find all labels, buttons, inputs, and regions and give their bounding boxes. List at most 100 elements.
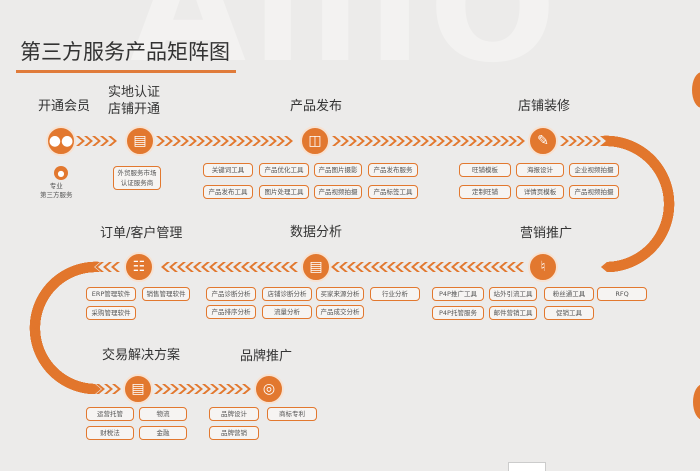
flow-chevron bbox=[568, 136, 577, 146]
flow-chevron bbox=[507, 262, 516, 272]
tool-marketing-0[interactable]: P4P推广工具 bbox=[432, 287, 484, 301]
flow-chevron bbox=[427, 262, 436, 272]
tool-data-3[interactable]: 行业分析 bbox=[370, 287, 420, 301]
flow-chevron bbox=[451, 262, 460, 272]
background-watermark: AliIO bbox=[130, 0, 563, 96]
flow-chevron bbox=[95, 262, 104, 272]
flow-chevron bbox=[576, 136, 585, 146]
tool-transaction-1[interactable]: 物流 bbox=[139, 407, 187, 421]
flow-chevron bbox=[257, 262, 266, 272]
flow-chevron bbox=[225, 262, 234, 272]
flow-chevron bbox=[516, 136, 525, 146]
flow-chevron bbox=[164, 136, 173, 146]
flow-chevron bbox=[212, 136, 221, 146]
flow-chevron bbox=[404, 136, 413, 146]
tool-transaction-2[interactable]: 财税法 bbox=[86, 426, 134, 440]
flow-chevron bbox=[103, 262, 112, 272]
tool-product-3[interactable]: 产品发布服务 bbox=[368, 163, 418, 177]
flow-chevron bbox=[364, 136, 373, 146]
professional-label: 专业 第三方服务 bbox=[40, 182, 73, 200]
flow-chevron bbox=[162, 384, 171, 394]
tool-marketing-3[interactable]: RFQ bbox=[597, 287, 647, 301]
tool-data-2[interactable]: 买家来源分析 bbox=[316, 287, 364, 301]
tool-brand-0[interactable]: 品牌设计 bbox=[209, 407, 259, 421]
person-icon: ● bbox=[54, 166, 68, 180]
verify-box-line2: 认证服务商 bbox=[120, 179, 154, 187]
flow-chevron bbox=[348, 136, 357, 146]
flow-chevron bbox=[170, 384, 179, 394]
flow-chevrons bbox=[29, 135, 675, 394]
box-icon: ◫ bbox=[300, 126, 330, 156]
professional-line1: 专业 bbox=[49, 182, 63, 190]
flow-chevron bbox=[475, 262, 484, 272]
flow-chevron bbox=[476, 136, 485, 146]
tool-marketing-5[interactable]: 邮件营销工具 bbox=[489, 306, 537, 320]
flow-chevron bbox=[332, 136, 341, 146]
stage-order-customer: 订单/客户管理 bbox=[100, 226, 183, 241]
tool-product-4[interactable]: 产品发布工具 bbox=[203, 185, 253, 199]
stage-verify-line2: 店铺开通 bbox=[108, 102, 161, 117]
tool-brand-2[interactable]: 品牌营销 bbox=[209, 426, 259, 440]
page-title: 第三方服务产品矩阵图 bbox=[20, 40, 230, 64]
flow-chevron bbox=[395, 262, 404, 272]
tool-decoration-0[interactable]: 旺铺模板 bbox=[459, 163, 511, 177]
tool-decoration-2[interactable]: 企业视频拍摄 bbox=[569, 163, 619, 177]
flow-chevron bbox=[108, 136, 117, 146]
flow-chevron bbox=[412, 136, 421, 146]
tool-brand-1[interactable]: 商标专利 bbox=[267, 407, 317, 421]
tool-product-0[interactable]: 关键词工具 bbox=[203, 163, 253, 177]
edge-circle-top bbox=[692, 72, 700, 108]
tool-decoration-1[interactable]: 海报设计 bbox=[516, 163, 564, 177]
flow-chevron bbox=[467, 262, 476, 272]
tool-product-7[interactable]: 产品标签工具 bbox=[368, 185, 418, 199]
flow-chevron bbox=[419, 262, 428, 272]
tool-product-1[interactable]: 产品优化工具 bbox=[259, 163, 309, 177]
tool-data-6[interactable]: 产品成交分析 bbox=[316, 305, 364, 319]
tool-transaction-0[interactable]: 运营托管 bbox=[86, 407, 134, 421]
flow-chevron bbox=[193, 262, 202, 272]
flow-chevron bbox=[388, 136, 397, 146]
flow-chevron bbox=[281, 262, 290, 272]
flow-chevron bbox=[444, 136, 453, 146]
tool-decoration-5[interactable]: 产品视频拍摄 bbox=[569, 185, 619, 199]
tool-product-6[interactable]: 产品视频拍摄 bbox=[314, 185, 362, 199]
tool-decoration-4[interactable]: 详情页模板 bbox=[516, 185, 564, 199]
flow-chevron bbox=[92, 384, 101, 394]
target-icon: ◎ bbox=[254, 374, 284, 404]
flow-chevron bbox=[340, 136, 349, 146]
verify-service-box[interactable]: 外贸服务市场 认证服务商 bbox=[113, 166, 161, 190]
tool-order-1[interactable]: 销售管理软件 bbox=[142, 287, 190, 301]
tool-marketing-2[interactable]: 粉丝通工具 bbox=[544, 287, 594, 301]
flow-chevron bbox=[268, 136, 277, 146]
edge-circle-bottom bbox=[693, 384, 700, 420]
tool-data-5[interactable]: 流量分析 bbox=[262, 305, 312, 319]
tool-order-0[interactable]: ERP管理软件 bbox=[86, 287, 136, 301]
flow-chevron bbox=[112, 384, 121, 394]
tool-data-1[interactable]: 店铺诊断分析 bbox=[262, 287, 312, 301]
tool-transaction-3[interactable]: 金融 bbox=[139, 426, 187, 440]
flow-chevron bbox=[156, 136, 165, 146]
flow-chevron bbox=[452, 136, 461, 146]
flow-chevron bbox=[234, 384, 243, 394]
tool-product-5[interactable]: 图片处理工具 bbox=[259, 185, 309, 199]
flow-chevron bbox=[242, 384, 251, 394]
flow-chevron bbox=[76, 136, 85, 146]
flow-chevron bbox=[355, 262, 364, 272]
tool-data-4[interactable]: 产品排序分析 bbox=[206, 305, 256, 319]
tool-product-2[interactable]: 产品图片摄影 bbox=[314, 163, 362, 177]
tool-order-2[interactable]: 采购管理软件 bbox=[86, 306, 136, 320]
flow-chevron bbox=[331, 262, 340, 272]
verify-box-line1: 外贸服务市场 bbox=[117, 169, 157, 177]
tool-data-0[interactable]: 产品诊断分析 bbox=[206, 287, 256, 301]
flow-chevron bbox=[196, 136, 205, 146]
tool-decoration-3[interactable]: 定制旺铺 bbox=[459, 185, 511, 199]
tool-marketing-1[interactable]: 站外引流工具 bbox=[489, 287, 537, 301]
tool-marketing-6[interactable]: 促销工具 bbox=[544, 306, 594, 320]
flow-chevron bbox=[276, 136, 285, 146]
tool-marketing-4[interactable]: P4P托管服务 bbox=[432, 306, 484, 320]
flow-chevron bbox=[218, 384, 227, 394]
professional-line2: 第三方服务 bbox=[40, 191, 73, 199]
members-icon: ●● bbox=[46, 126, 76, 156]
flow-chevron bbox=[226, 384, 235, 394]
